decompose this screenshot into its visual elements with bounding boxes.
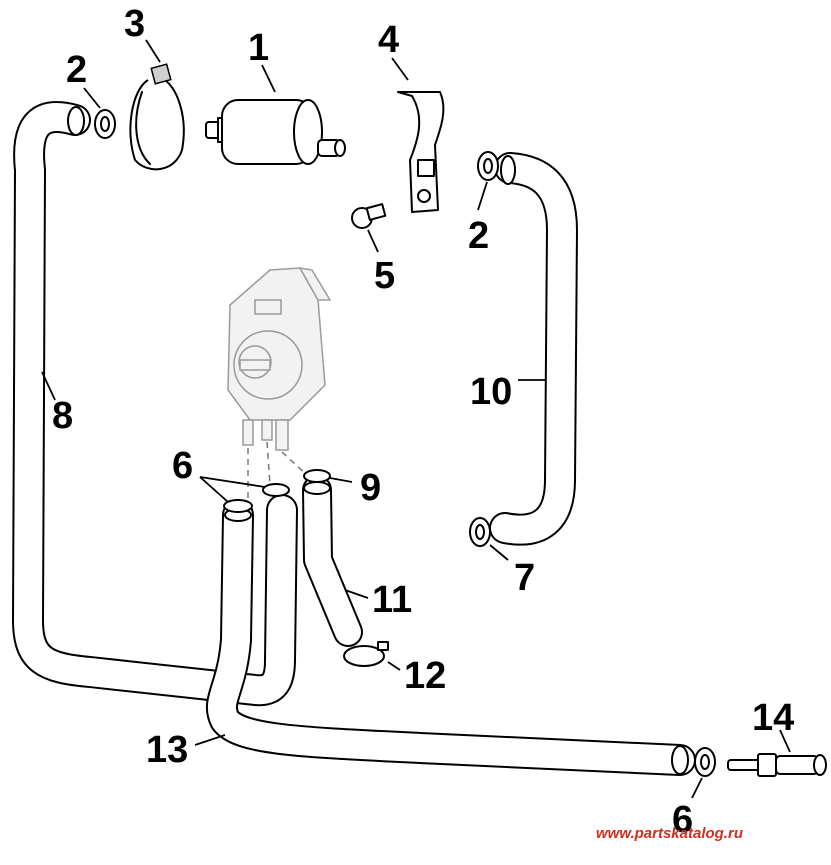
watermark-text: www.partskatalog.ru	[596, 825, 743, 842]
hose-8	[12, 101, 298, 707]
screw	[351, 203, 387, 229]
hose-clamp-7	[469, 517, 491, 547]
callout-6-lower: 6	[672, 799, 693, 841]
callout-4: 4	[378, 19, 399, 61]
bracket	[397, 91, 445, 213]
hose-clamp-12	[343, 641, 389, 667]
fuel-filter	[205, 99, 346, 165]
callout-5: 5	[374, 255, 395, 297]
fuel-pump-ghost	[227, 267, 332, 500]
callout-14: 14	[752, 697, 794, 739]
fuel-connector	[727, 753, 827, 777]
hose-clamps-6-9	[223, 469, 331, 513]
hose-11	[302, 475, 363, 647]
hose-clamp-6-lower	[694, 747, 716, 777]
callout-8: 8	[52, 395, 73, 437]
callout-11: 11	[372, 579, 412, 621]
hose-clamp-2-right	[477, 151, 499, 181]
callout-2-left: 2	[66, 49, 87, 91]
callout-2-right: 2	[468, 215, 489, 257]
strap-clamp	[129, 63, 185, 171]
callout-7: 7	[514, 557, 535, 599]
callout-13: 13	[146, 729, 188, 771]
hose-13	[205, 499, 696, 776]
callout-10: 10	[470, 371, 512, 413]
callout-12: 12	[404, 655, 446, 697]
callout-1: 1	[248, 27, 269, 69]
callout-9: 9	[360, 467, 381, 509]
callout-6-upper: 6	[172, 445, 193, 487]
leader-lines	[41, 39, 791, 799]
hose-clamp-2-left	[94, 109, 116, 139]
callout-3: 3	[124, 3, 145, 45]
callout-labels: 1 2 3 4 2 5 8 10 6 9 7 11 12 13 14 6	[52, 3, 794, 841]
hose-10	[489, 152, 578, 546]
